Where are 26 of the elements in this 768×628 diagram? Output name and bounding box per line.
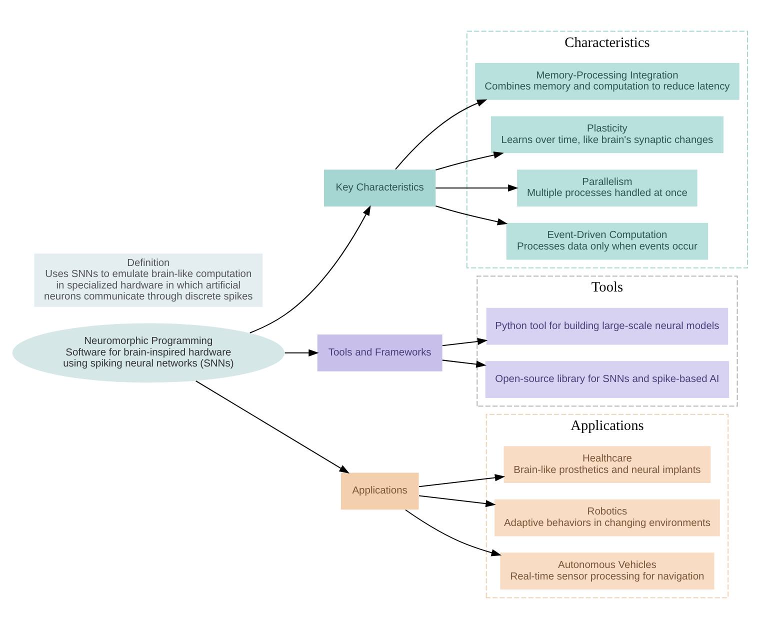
node-box: Robotics Adaptive behaviors in changing environments [494,498,720,536]
arrow [442,337,488,346]
node-ellipse: Neuromorphic Programming Software for brain-inspired hardware using spiking neural networks (SNNs) [12,322,285,382]
arrow [196,380,350,474]
node-box: Memory-Processing Integration Combines memory and computation to reduce latency [475,62,740,100]
node-box: Applications [340,472,419,510]
arrow [405,508,502,556]
arrow [436,204,508,225]
arrow [442,359,486,368]
node-box: Open-source library for SNNs and spike-based AI [485,360,730,398]
node-box: Autonomous Vehicles Real-time sensor processing for navigation [500,552,714,590]
node-box: Definition Uses SNNs to emulate brain-like computation in specialized hardware in which artificial neurons communicate through discrete spikes [34,253,263,306]
arrow [419,494,496,507]
arrow [395,98,488,170]
node-box: Parallelism Multiple processes handled at once [517,169,698,206]
arrow [436,151,504,170]
arrow [436,184,518,192]
node-box: Plasticity Learns over time, like brain's synaptic changes [490,116,724,153]
arrow [250,204,371,333]
arrow [284,348,319,356]
arrow [419,474,506,487]
node-box: Python tool for building large-scale neural models [486,307,728,344]
node-box: Healthcare Brain-like prosthetics and neural implants [504,446,711,482]
node-box: Key Characteristics [324,169,436,206]
node-box: Tools and Frameworks [317,334,442,371]
node-box: Event-Driven Computation Processes data only when events occur [506,222,708,260]
